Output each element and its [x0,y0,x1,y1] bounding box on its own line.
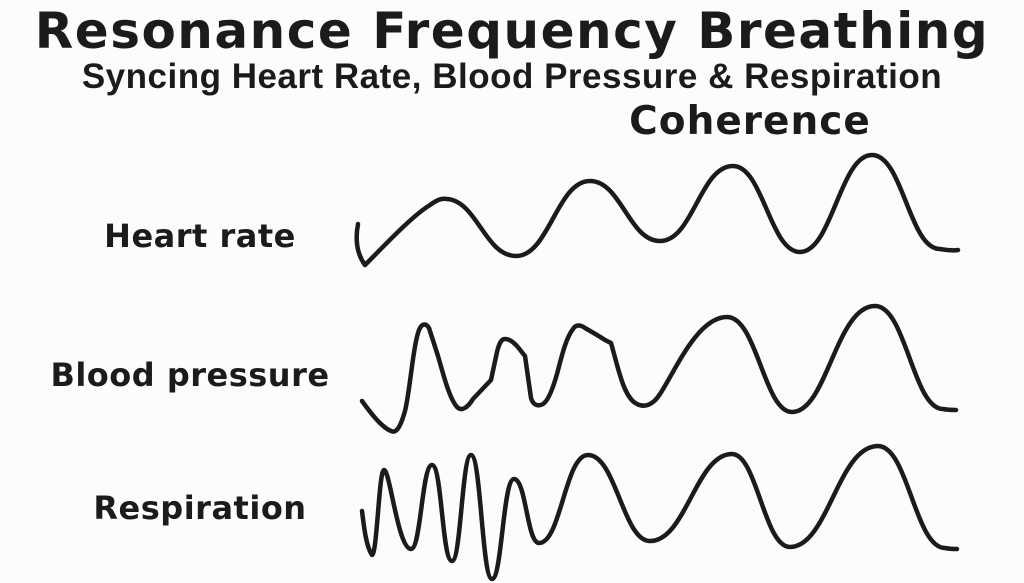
heart-rate-label: Heart rate [104,217,296,255]
page-subtitle: Syncing Heart Rate, Blood Pressure & Res… [81,57,943,96]
respiration-label: Respiration [93,489,307,527]
heart-rate-waveform [354,152,961,268]
page-title: Resonance Frequency Breathing [34,2,990,60]
respiration-waveform [359,443,960,582]
coherence-annotation: Coherence [629,99,871,144]
blood-pressure-waveform [359,303,959,434]
blood-pressure-label: Blood pressure [50,356,330,394]
